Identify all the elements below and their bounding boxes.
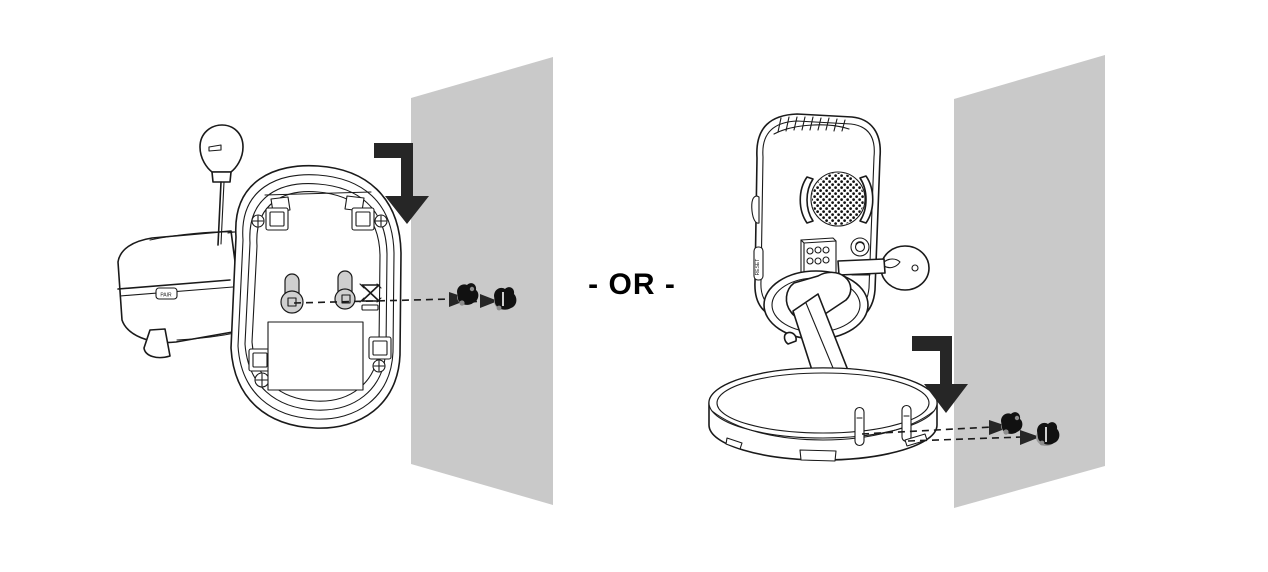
left-wall-screw-1 xyxy=(457,283,479,306)
left-wall-panel xyxy=(411,57,553,505)
keyhole-slot-1 xyxy=(280,273,304,314)
plate-corner-pads xyxy=(248,207,392,388)
base-foot-center xyxy=(799,449,837,462)
camera-side-notch xyxy=(751,195,760,224)
left-wall-screw-2 xyxy=(494,287,517,311)
left-camera-device: PAIR xyxy=(117,124,402,429)
right-wall-screw-1 xyxy=(1001,412,1023,435)
mounting-plate xyxy=(230,164,402,429)
svg-text:RESET: RESET xyxy=(755,259,761,276)
connector-block xyxy=(800,237,837,277)
camera-side-button-right: RESET xyxy=(753,246,764,281)
base-keyhole-2 xyxy=(901,404,912,443)
right-alignment-arrow xyxy=(861,420,1040,445)
base-foot-right xyxy=(904,433,928,447)
do-not-overtighten-symbol xyxy=(359,283,382,311)
antenna-clip xyxy=(199,124,244,246)
connector-pins-icon xyxy=(806,246,830,265)
base-foot-left xyxy=(725,437,743,450)
top-vent xyxy=(773,116,850,135)
plate-screw-icon xyxy=(374,214,388,228)
left-press-arrow xyxy=(374,143,429,224)
right-wall-screw-2 xyxy=(1036,422,1060,446)
plate-screw-icon xyxy=(372,359,386,373)
right-camera-device: RESET xyxy=(708,113,938,462)
keyhole-slot-2 xyxy=(334,270,356,310)
plate-label-area xyxy=(267,321,364,391)
antenna-clip-right xyxy=(837,245,930,291)
base-keyhole-1 xyxy=(854,406,865,447)
right-wall-panel xyxy=(954,55,1105,508)
stand-base xyxy=(708,367,938,462)
plate-top-tabs xyxy=(264,191,372,213)
plate-screw-icon xyxy=(251,214,265,228)
camera-side-button-icon: PAIR xyxy=(155,287,178,300)
right-press-arrow xyxy=(912,336,968,413)
speaker-grille xyxy=(799,171,874,227)
or-separator-label: - OR - xyxy=(588,268,676,301)
plate-screw-icon xyxy=(254,372,270,388)
power-port xyxy=(850,237,870,257)
camera-body-left: PAIR xyxy=(117,230,259,359)
svg-text:PAIR: PAIR xyxy=(160,293,172,299)
